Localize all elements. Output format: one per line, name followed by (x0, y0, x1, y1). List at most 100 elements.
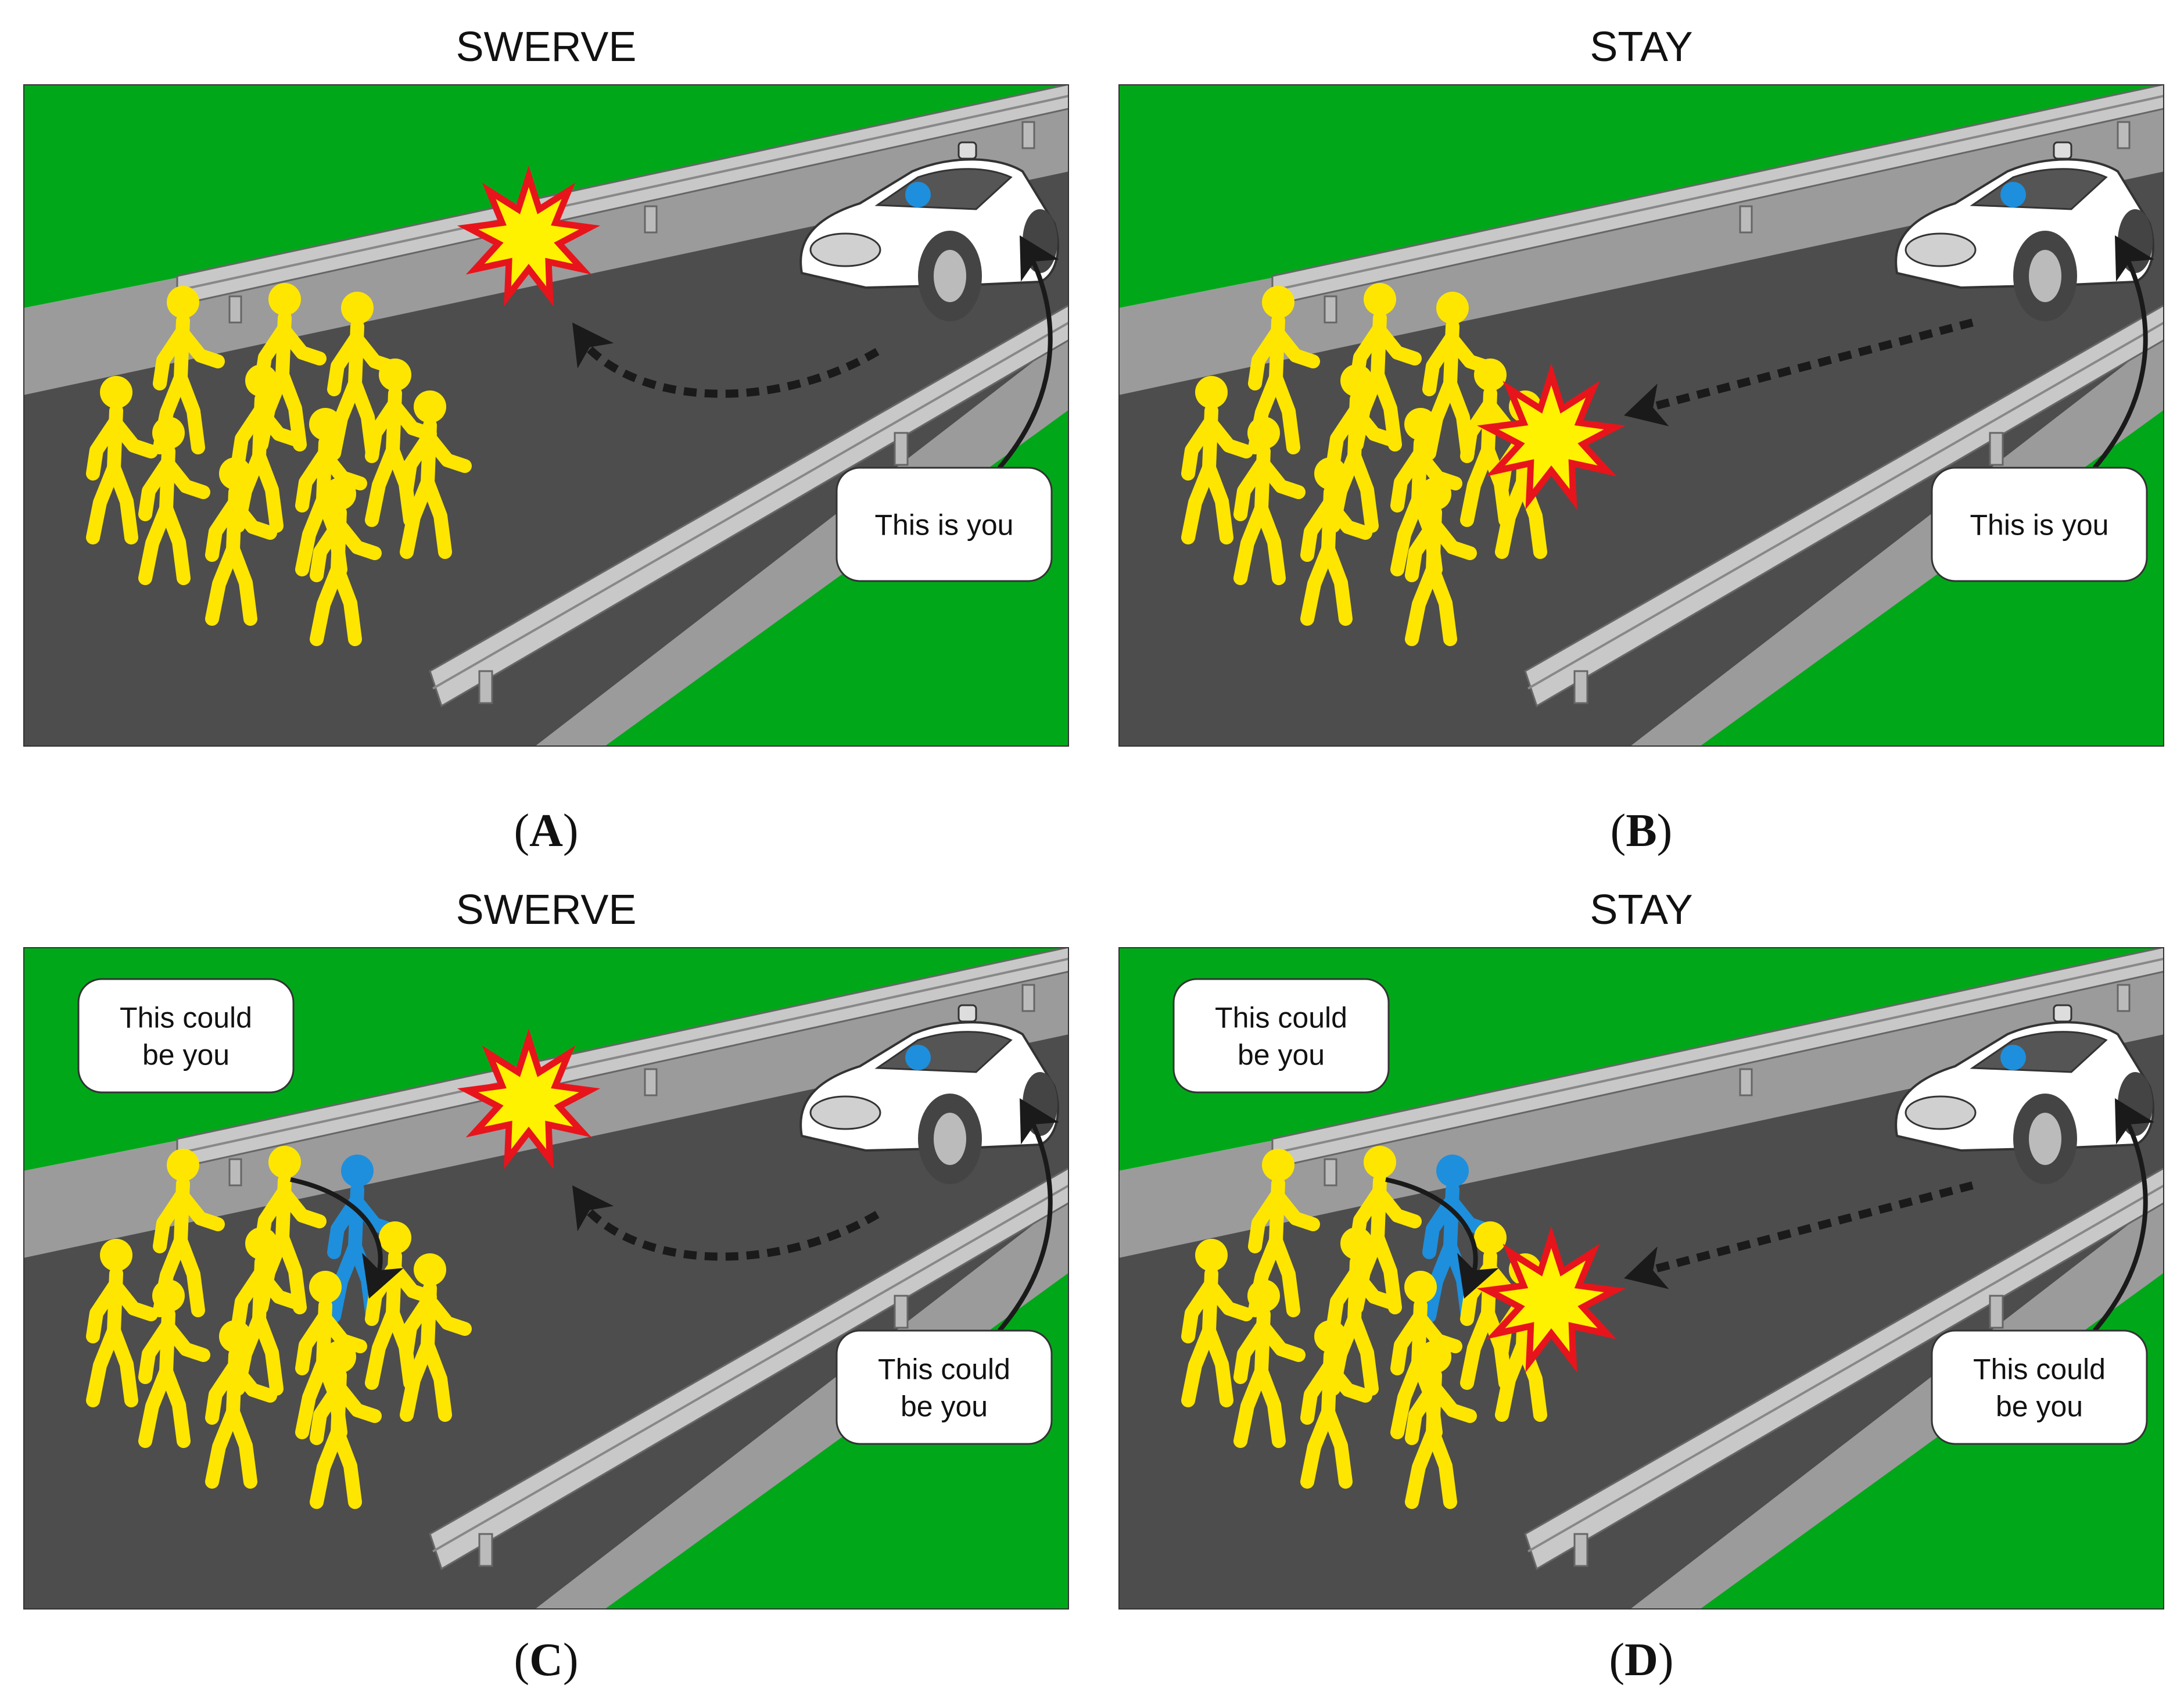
arm-back (310, 1380, 346, 1445)
explosion (457, 166, 601, 307)
panel-letter-d: D (1624, 1635, 1658, 1686)
arm-back (231, 404, 267, 469)
panel-title-d: STAY (1590, 887, 1693, 933)
head (1419, 478, 1451, 510)
arm-front (1203, 415, 1253, 458)
car-speech-bubble: This is you (1931, 467, 2148, 582)
arm-back (1181, 1278, 1217, 1343)
car-front-hub (2029, 1113, 2061, 1165)
leg-front (1371, 1231, 1402, 1314)
panel-title-b: STAY (1590, 24, 1693, 70)
crowd-pointer-arrowhead (1457, 1253, 1499, 1299)
head (1436, 1155, 1469, 1187)
leg-back (1181, 461, 1216, 544)
head (1474, 359, 1507, 391)
arm-front (317, 447, 367, 490)
near-shoulder (1630, 334, 2164, 747)
arm-back (1390, 1310, 1426, 1375)
arm-back (1326, 1267, 1362, 1332)
explosion (457, 1028, 601, 1170)
pedestrian (205, 457, 277, 626)
bubble-text: be you (901, 1390, 988, 1423)
car-siren (957, 1004, 977, 1023)
crowd-speech-bubble: This could be you (1172, 978, 1390, 1094)
head (1314, 1320, 1347, 1353)
arm-front (1349, 404, 1398, 447)
arm-front (1427, 517, 1477, 560)
arm-front (317, 1310, 367, 1353)
crowd-pointer-arrowhead (362, 1253, 404, 1299)
pedestrian (1181, 376, 1253, 544)
road (23, 171, 1069, 747)
near-rail-post (894, 432, 909, 466)
head (1404, 1271, 1437, 1303)
leg-front (252, 1312, 284, 1396)
arm-back (400, 1293, 436, 1358)
scene-a: This is you (23, 83, 1070, 747)
arm-front (1270, 1188, 1320, 1231)
panel-letter-c: C (529, 1635, 563, 1686)
leg-front (1321, 542, 1353, 626)
leg-front (226, 542, 257, 626)
leg-back (86, 1324, 121, 1407)
pedestrian (310, 1340, 382, 1509)
leg-back (1405, 1425, 1440, 1509)
panel-frame (1118, 84, 2164, 747)
leg-front (107, 1324, 138, 1407)
road (1118, 171, 2164, 747)
arm-back (1233, 1319, 1269, 1384)
leg-front (107, 461, 138, 544)
pedestrian (400, 1253, 472, 1422)
head (341, 292, 374, 324)
panel-title-c: SWERVE (456, 887, 637, 933)
head (268, 283, 301, 316)
leg-front (331, 1425, 362, 1509)
near-rail-groove (1527, 321, 2165, 690)
bubble-text: be you (1238, 1039, 1325, 1071)
arm-front (1256, 456, 1306, 499)
car-pointer-arrowhead (2115, 235, 2154, 282)
arm-back (153, 1188, 189, 1253)
arm-back (153, 325, 189, 390)
leg-front (1254, 1364, 1286, 1448)
bubble-text: This could (1215, 1002, 1347, 1034)
far-rail-groove (177, 95, 1070, 292)
pedestrian (1233, 1279, 1306, 1448)
arm-back (310, 517, 346, 582)
arm-back (1460, 398, 1496, 463)
far-rail-post (1739, 205, 1753, 234)
leg-front (1269, 371, 1300, 454)
road (23, 1034, 1069, 1610)
bubble-shape (1172, 978, 1390, 1094)
stay-trajectory (1640, 318, 1974, 414)
far-rail-post (228, 1158, 242, 1187)
leg-front (1202, 461, 1233, 544)
panel-frame (23, 84, 1069, 747)
car-pointer-line (2092, 1102, 2148, 1332)
pedestrian-group (86, 1146, 472, 1509)
pedestrian (254, 283, 327, 451)
arm-back (231, 1267, 267, 1332)
bubble-text: This could (120, 1002, 252, 1034)
head (167, 1149, 199, 1181)
leg-back (365, 1306, 400, 1390)
explosion-inner (1498, 385, 1604, 489)
pedestrian (86, 1239, 158, 1407)
leg-back (310, 1425, 345, 1509)
bubble-text: be you (1996, 1390, 2083, 1423)
arm-back (1405, 1380, 1441, 1445)
leg-back (327, 377, 362, 460)
far-rail-post (1324, 1158, 1337, 1187)
leg-back (1390, 1356, 1425, 1439)
head (219, 1320, 252, 1353)
head (268, 1146, 301, 1178)
arm-back (1405, 517, 1441, 582)
arm-back (1390, 447, 1426, 512)
leg-front (1371, 368, 1402, 451)
leg-front (275, 1231, 307, 1314)
leg-back (1390, 493, 1425, 576)
leg-back (138, 501, 173, 585)
